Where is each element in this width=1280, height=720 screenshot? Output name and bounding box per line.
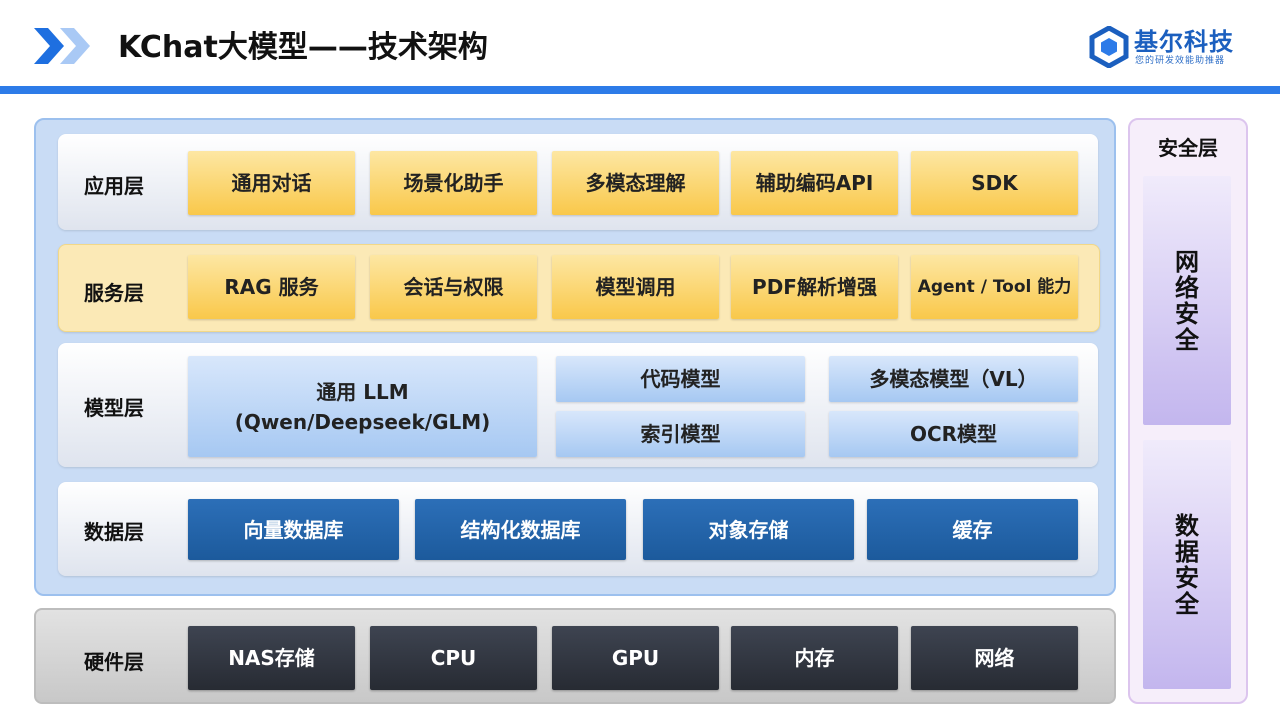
application-layer-label: 应用层 bbox=[84, 174, 144, 198]
model-item-general-llm: 通用 LLM (Qwen/Deepseek/GLM) bbox=[188, 356, 537, 457]
logo-name: 基尔科技 bbox=[1134, 28, 1234, 56]
model-layer-label: 模型层 bbox=[84, 396, 144, 420]
header-divider bbox=[0, 86, 1280, 94]
app-item-general-chat: 通用对话 bbox=[188, 151, 355, 215]
general-llm-name: 通用 LLM bbox=[316, 379, 409, 404]
hw-item-gpu: GPU bbox=[552, 626, 719, 690]
double-chevron-icon bbox=[34, 28, 90, 64]
security-item-data: 数 据 安 全 bbox=[1143, 440, 1231, 689]
data-item-cache: 缓存 bbox=[867, 499, 1078, 560]
logo-slogan: 您的研发效能助推器 bbox=[1135, 56, 1226, 66]
hw-item-network: 网络 bbox=[911, 626, 1078, 690]
service-item-pdf-parsing: PDF解析增强 bbox=[731, 255, 898, 319]
app-item-scenario-assistant: 场景化助手 bbox=[370, 151, 537, 215]
hardware-layer-label: 硬件层 bbox=[84, 650, 144, 674]
network-security-char-1: 网 bbox=[1175, 247, 1199, 276]
security-layer-label: 安全层 bbox=[1158, 136, 1218, 160]
service-item-rag: RAG 服务 bbox=[188, 255, 355, 319]
hw-item-nas-storage: NAS存储 bbox=[188, 626, 355, 690]
data-layer-label: 数据层 bbox=[84, 520, 144, 544]
network-security-char-3: 安 bbox=[1175, 299, 1199, 328]
service-layer-label: 服务层 bbox=[84, 281, 144, 305]
model-item-code-model: 代码模型 bbox=[556, 356, 805, 402]
network-security-char-2: 络 bbox=[1175, 273, 1199, 302]
data-security-char-4: 全 bbox=[1175, 589, 1199, 618]
app-item-sdk: SDK bbox=[911, 151, 1078, 215]
general-llm-families: (Qwen/Deepseek/GLM) bbox=[234, 409, 491, 434]
data-security-char-1: 数 bbox=[1175, 511, 1199, 540]
data-item-object-storage: 对象存储 bbox=[643, 499, 854, 560]
data-security-char-2: 据 bbox=[1175, 537, 1199, 566]
network-security-char-4: 全 bbox=[1175, 325, 1199, 354]
security-item-network: 网 络 安 全 bbox=[1143, 176, 1231, 425]
model-item-ocr-model: OCR模型 bbox=[829, 411, 1078, 457]
service-item-model-invocation: 模型调用 bbox=[552, 255, 719, 319]
service-item-session-permission: 会话与权限 bbox=[370, 255, 537, 319]
hw-item-memory: 内存 bbox=[731, 626, 898, 690]
model-item-index-model: 索引模型 bbox=[556, 411, 805, 457]
page-title: KChat大模型——技术架构 bbox=[118, 30, 488, 65]
hw-item-cpu: CPU bbox=[370, 626, 537, 690]
data-item-structured-db: 结构化数据库 bbox=[415, 499, 626, 560]
model-item-multimodal-vl: 多模态模型（VL） bbox=[829, 356, 1078, 402]
app-item-coding-api: 辅助编码API bbox=[731, 151, 898, 215]
data-item-vector-db: 向量数据库 bbox=[188, 499, 399, 560]
data-security-char-3: 安 bbox=[1175, 563, 1199, 592]
service-item-agent-tool: Agent / Tool 能力 bbox=[911, 255, 1078, 319]
logo-hexagon-icon bbox=[1089, 26, 1129, 68]
app-item-multimodal-understanding: 多模态理解 bbox=[552, 151, 719, 215]
